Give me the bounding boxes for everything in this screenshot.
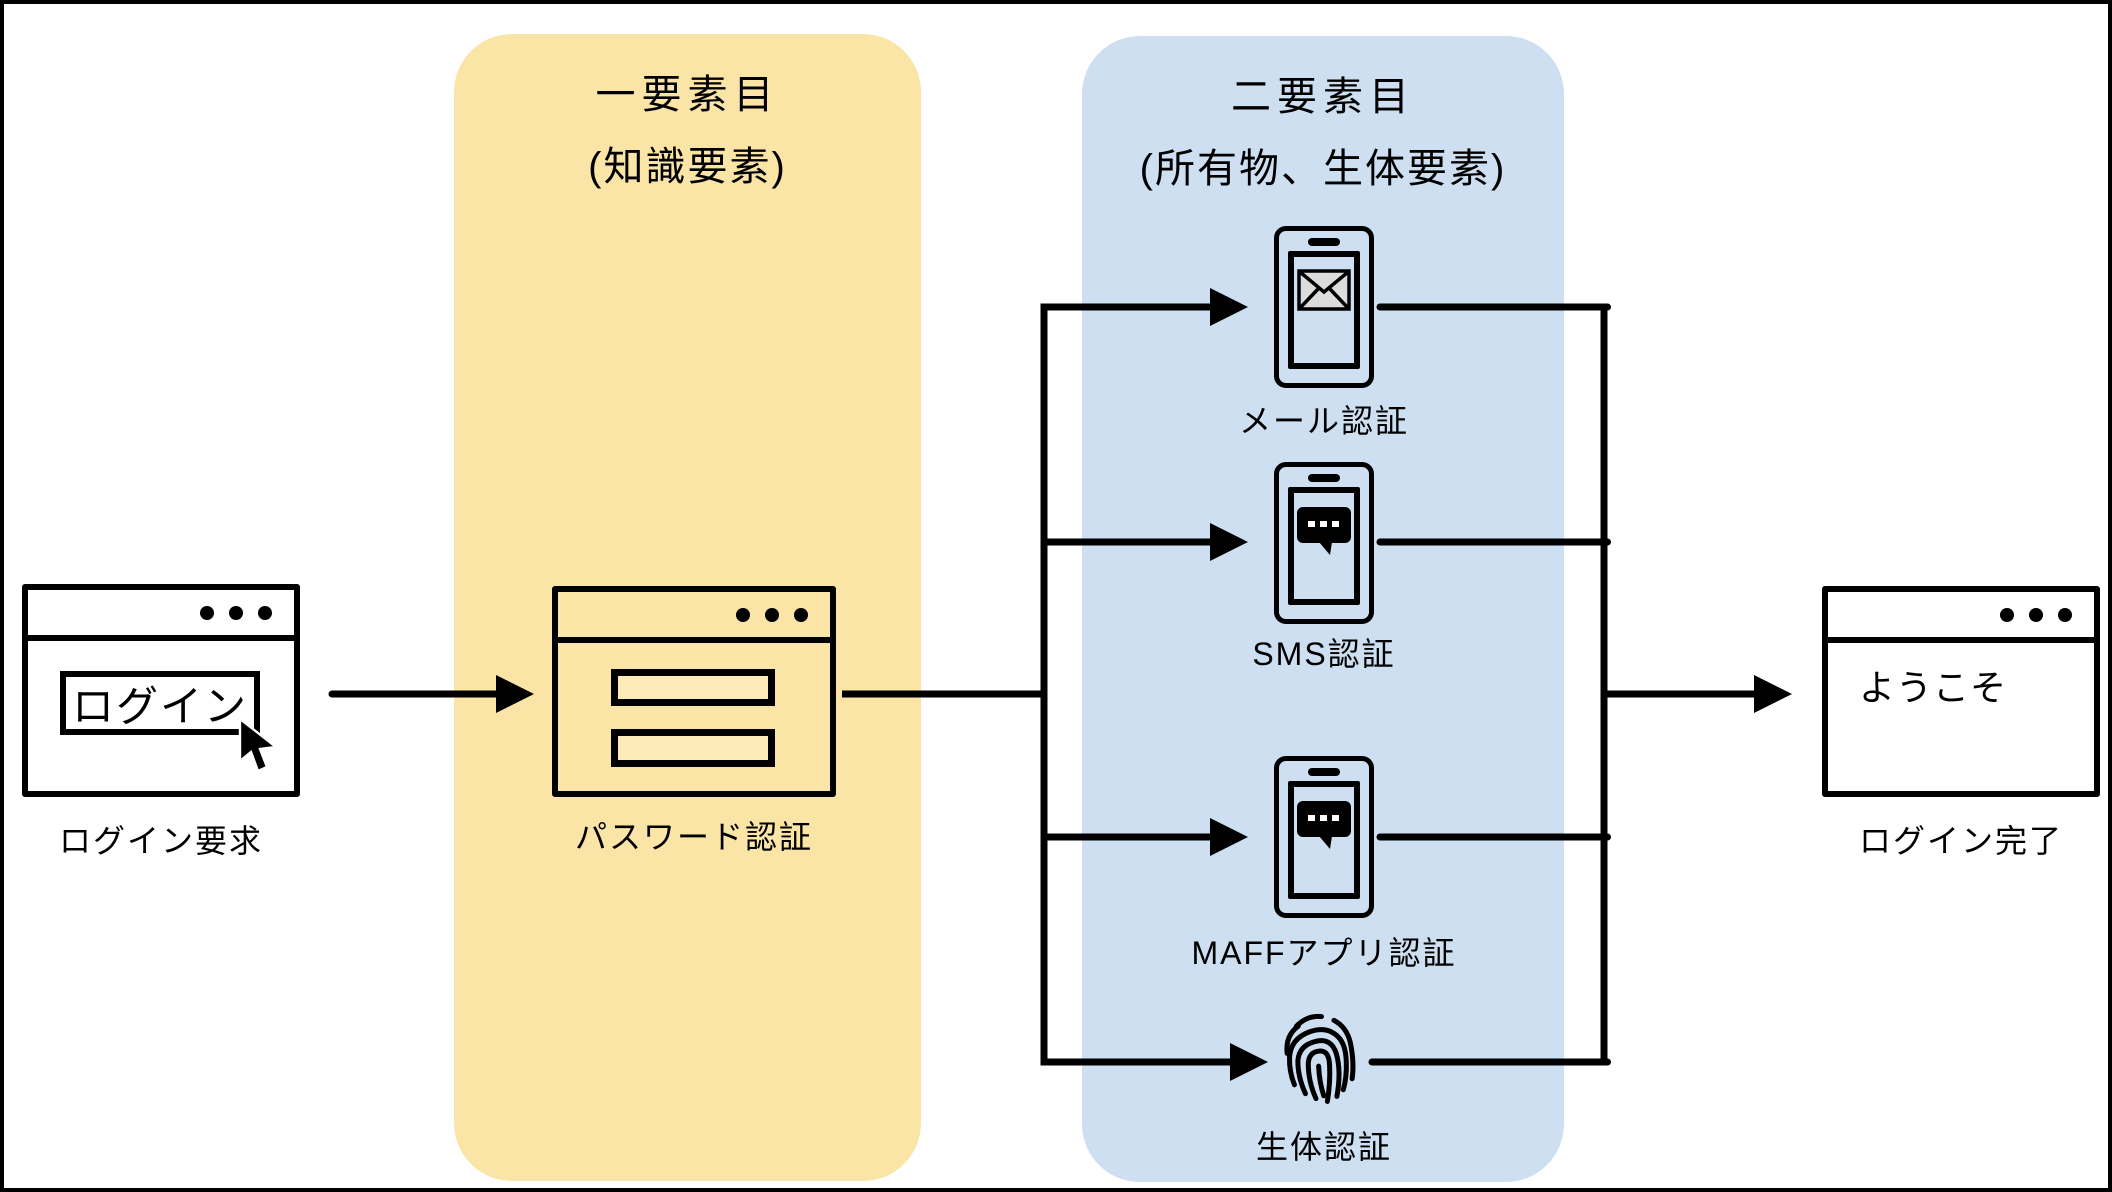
biometric-auth-label: 生体認証 xyxy=(1255,1129,1392,1165)
phone-screen xyxy=(1288,487,1360,605)
email-auth-label: メール認証 xyxy=(1238,403,1409,439)
message-bubble-icon xyxy=(1297,507,1351,555)
mouse-cursor-icon xyxy=(238,717,280,773)
username-field-graphic xyxy=(611,669,775,706)
maff-app-auth-phone-icon xyxy=(1274,756,1374,918)
login-button: ログイン xyxy=(60,671,260,735)
welcome-text: ようこそ xyxy=(1859,667,2008,708)
factor1-subtitle: (知識要素) xyxy=(588,145,787,189)
password-field-graphic xyxy=(611,729,775,767)
login-complete-label: ログイン完了 xyxy=(1858,823,2063,859)
fingerprint-icon xyxy=(1284,1013,1356,1104)
window-dots-icon xyxy=(2000,607,2072,622)
flow-arrows xyxy=(328,288,1792,1081)
factor1-panel: 一要素目 (知識要素) xyxy=(454,34,921,1181)
password-auth-window xyxy=(552,586,836,797)
password-auth-titlebar xyxy=(558,592,830,643)
login-request-window: ログイン xyxy=(22,584,300,797)
window-dots-icon xyxy=(200,605,272,620)
envelope-icon xyxy=(1297,269,1351,311)
phone-speaker-icon xyxy=(1308,238,1340,246)
factor1-title: 一要素目 xyxy=(595,73,780,117)
window-dots-icon xyxy=(736,607,808,622)
phone-speaker-icon xyxy=(1308,474,1340,482)
factor2-subtitle: (所有物、生体要素) xyxy=(1139,147,1507,191)
email-auth-phone-icon xyxy=(1274,226,1374,388)
password-auth-label: パスワード認証 xyxy=(574,819,813,855)
maff-app-auth-label: MAFFアプリ認証 xyxy=(1191,935,1457,971)
login-request-titlebar xyxy=(28,590,294,641)
phone-screen xyxy=(1288,781,1360,899)
sms-auth-label: SMS認証 xyxy=(1252,636,1396,672)
login-request-label: ログイン要求 xyxy=(58,823,263,859)
phone-screen xyxy=(1288,251,1360,369)
sms-auth-phone-icon xyxy=(1274,462,1374,624)
message-bubble-icon xyxy=(1297,801,1351,849)
login-complete-titlebar xyxy=(1828,592,2094,643)
phone-speaker-icon xyxy=(1308,768,1340,776)
factor2-title: 二要素目 xyxy=(1231,75,1415,119)
login-complete-window: ようこそ xyxy=(1822,586,2100,797)
